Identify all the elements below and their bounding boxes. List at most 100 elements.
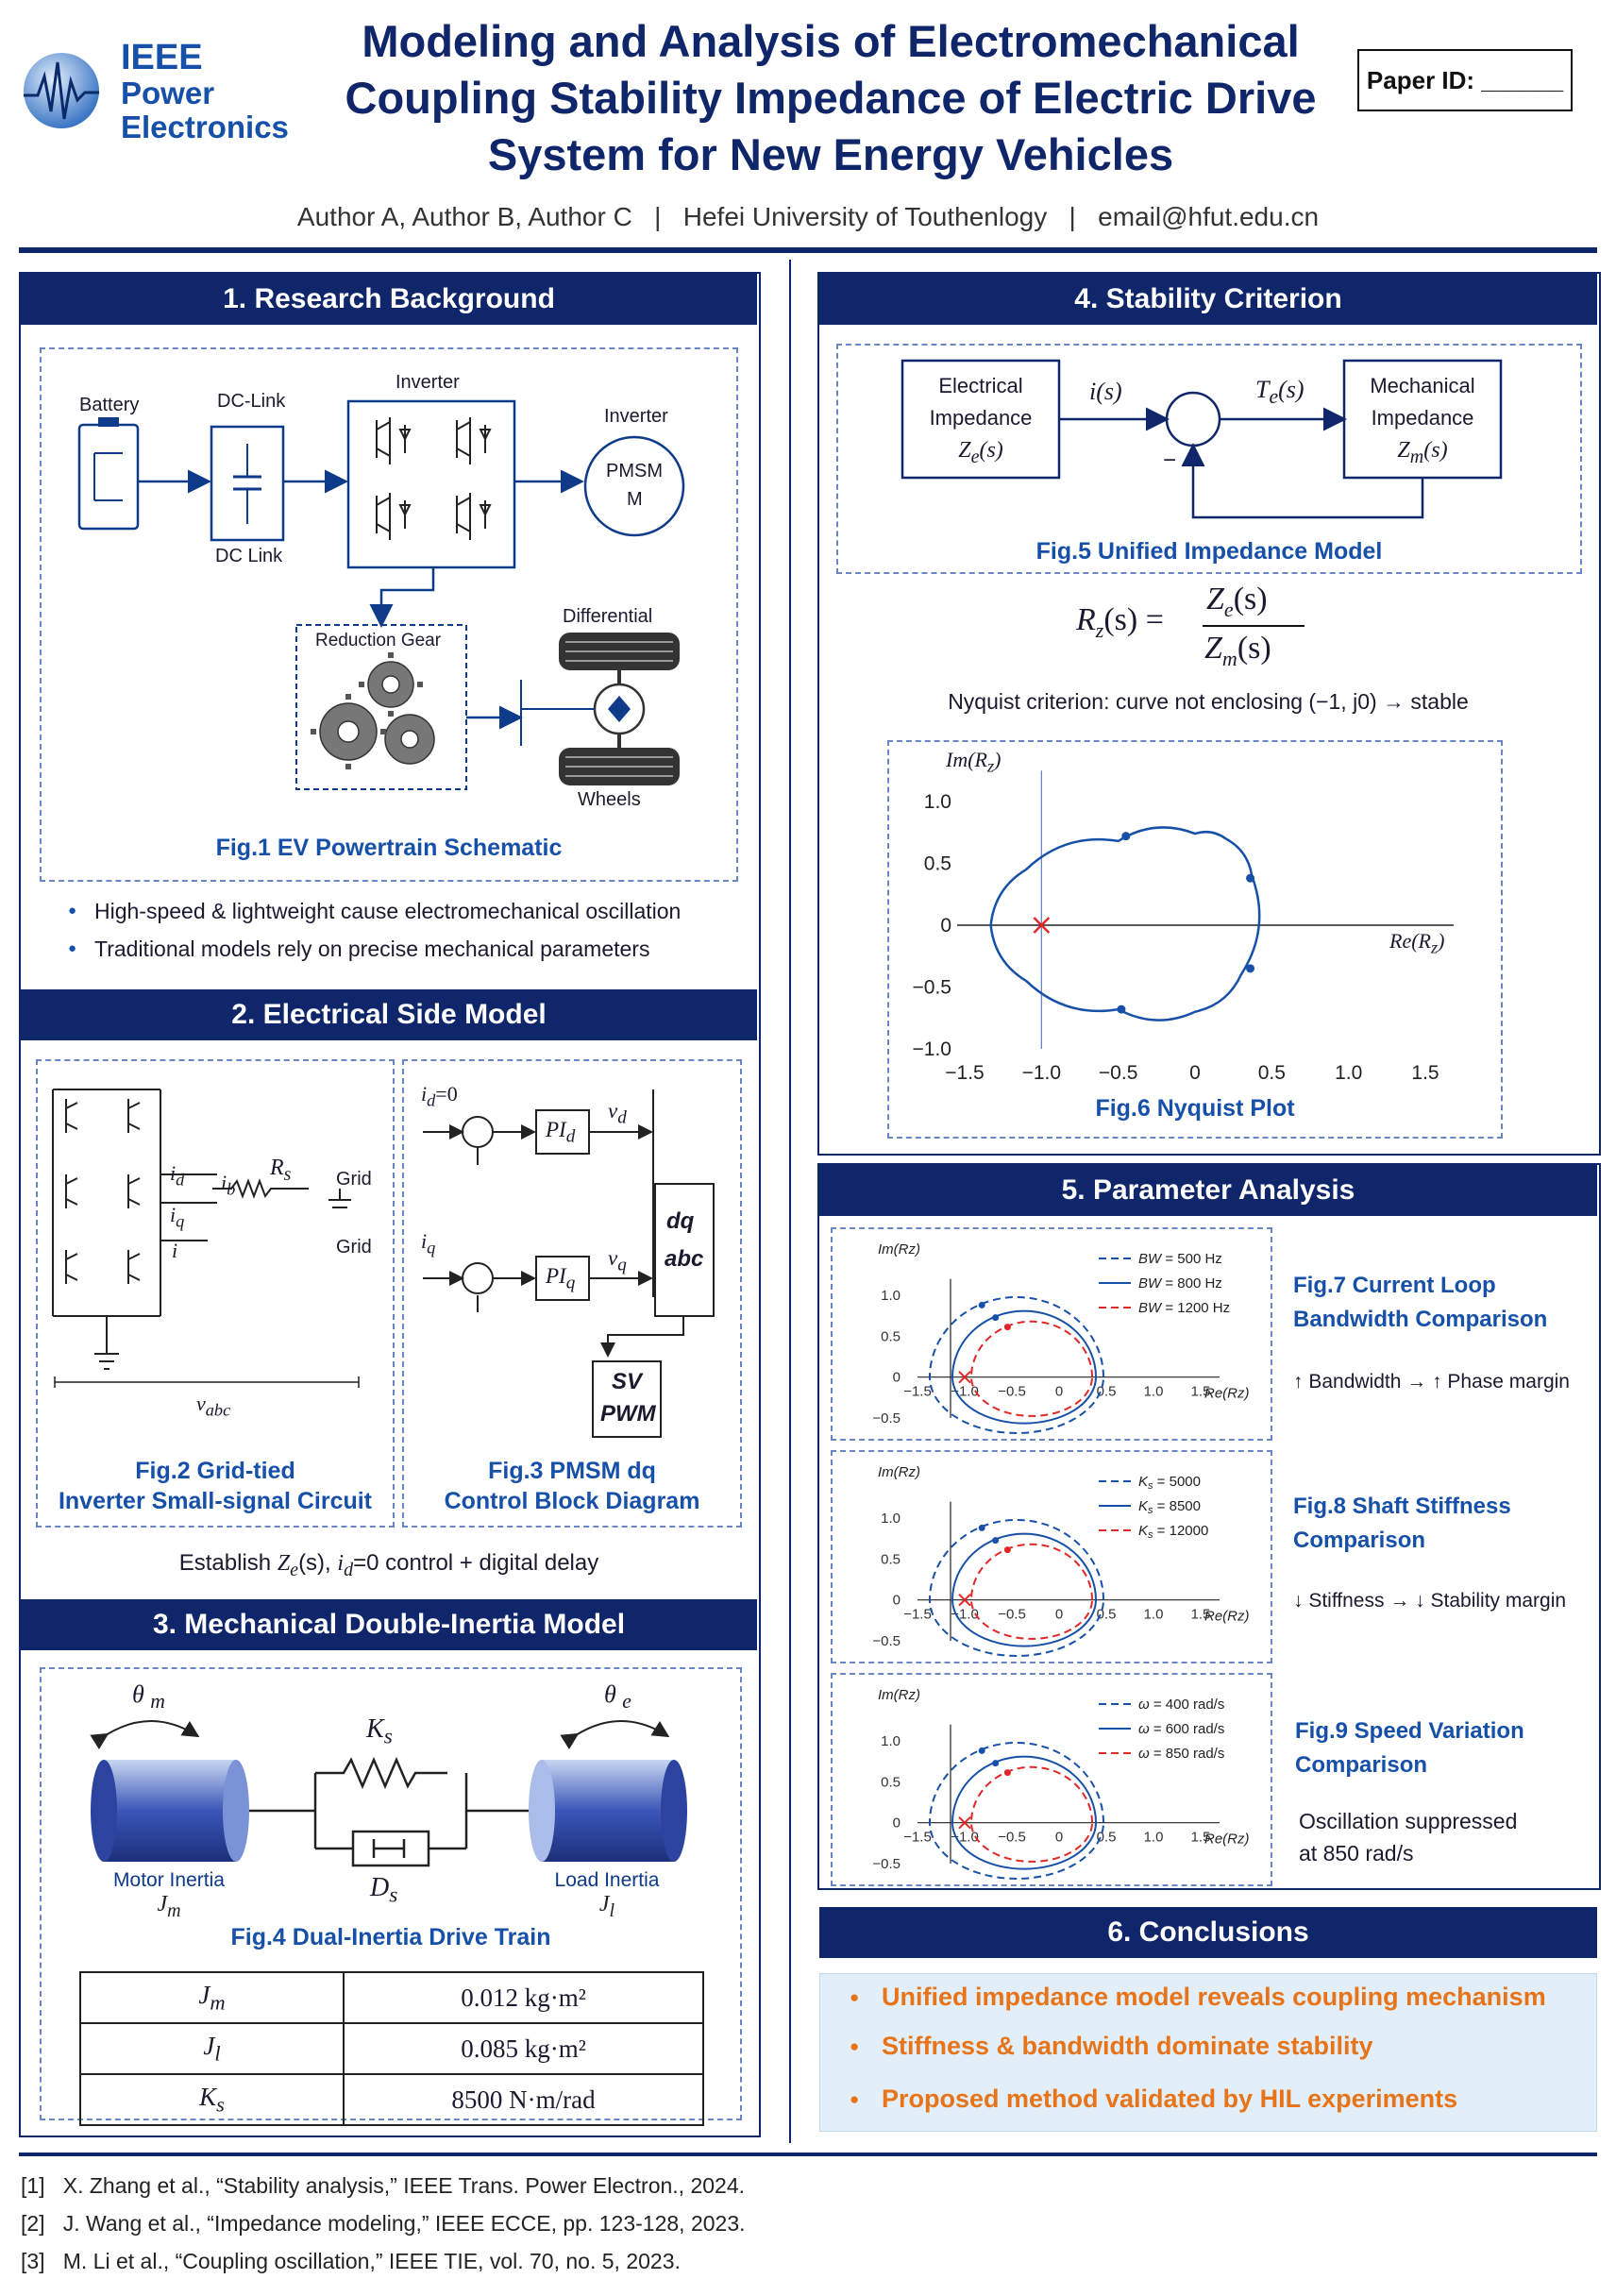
small-x-tick: 0.5 bbox=[1097, 1384, 1117, 1400]
label-iq: iq bbox=[170, 1203, 185, 1231]
small-x-tick: 1.5 bbox=[1191, 1830, 1211, 1846]
fig4-caption: Fig.4 Dual-Inertia Drive Train bbox=[230, 1924, 551, 1950]
small-x-tick: 1.0 bbox=[1144, 1607, 1164, 1623]
fig2-box: id ib iq i Rs Grid Grid vabc Fig.2 Grid-… bbox=[36, 1059, 395, 1528]
small-y-tick: −0.5 bbox=[872, 1633, 901, 1649]
inverter-circuit bbox=[52, 1089, 360, 1388]
reference-3: [3] M. Li et al., “Coupling oscillation,… bbox=[21, 2249, 681, 2273]
column-divider bbox=[789, 260, 791, 2143]
small-xlabel: Re(Rz) bbox=[1204, 1609, 1250, 1625]
small-y-tick: 0.5 bbox=[881, 1328, 901, 1344]
title-line2: Coupling Stability Impedance of Electric… bbox=[345, 73, 1317, 123]
label-ks: Ks bbox=[366, 1714, 393, 1749]
inverter-icon bbox=[346, 399, 516, 569]
label-i: i bbox=[172, 1239, 178, 1262]
nyquist-y-tick: 1.0 bbox=[924, 791, 951, 813]
label-theta-e: θ e bbox=[604, 1680, 631, 1714]
label-pi-d: PId bbox=[546, 1118, 576, 1147]
nyquist-xlabel: Re(Rz) bbox=[1389, 929, 1445, 957]
small-ylabel: Im(Rz) bbox=[878, 1464, 920, 1480]
section1-header: 1. Research Background bbox=[21, 274, 757, 325]
summing-junction bbox=[1165, 391, 1221, 447]
legend-entry: ω = 400 rad/s bbox=[1138, 1697, 1224, 1713]
nyquist-marker bbox=[1246, 964, 1255, 973]
legend-entry: BW = 800 Hz bbox=[1138, 1275, 1222, 1292]
label-is: i(s) bbox=[1089, 378, 1122, 405]
nyquist-x-tick: −1.0 bbox=[1022, 1062, 1061, 1082]
small-y-tick: −0.5 bbox=[872, 1856, 901, 1872]
curve-marker bbox=[992, 1314, 1000, 1322]
small-ylabel: Im(Rz) bbox=[878, 1241, 920, 1258]
nyquist-x-tick: 0.5 bbox=[1258, 1062, 1286, 1082]
small-x-tick: −0.5 bbox=[998, 1607, 1026, 1623]
powertrain-schematic bbox=[77, 399, 685, 790]
nyquist-x-tick: 0 bbox=[1189, 1062, 1201, 1082]
label-ds: Ds bbox=[370, 1873, 398, 1908]
section2-header: 2. Electrical Side Model bbox=[21, 989, 757, 1040]
nyquist-x-tick: 1.0 bbox=[1335, 1062, 1362, 1082]
small-y-tick: 1.0 bbox=[881, 1733, 901, 1749]
legend-entry: ω = 600 rad/s bbox=[1138, 1721, 1224, 1737]
small-y-tick: 0 bbox=[893, 1370, 901, 1386]
legend-entry: Ks = 12000 bbox=[1138, 1523, 1208, 1541]
reduction-gear-icon bbox=[295, 624, 467, 790]
fig3-box: id=0 iq PId PIq vd vq dq abc SV PWM Fig.… bbox=[402, 1059, 742, 1528]
critical-point-marker bbox=[1033, 917, 1051, 934]
nyquist-x-tick: 1.5 bbox=[1411, 1062, 1439, 1082]
nyquist-y-tick: −1.0 bbox=[913, 1038, 951, 1060]
small-y-tick: 0.5 bbox=[881, 1551, 901, 1567]
curve-marker bbox=[992, 1537, 1000, 1545]
small-y-tick: 0.5 bbox=[881, 1774, 901, 1790]
legend-entry: Ks = 5000 bbox=[1138, 1474, 1201, 1492]
dc-link-icon bbox=[210, 425, 285, 542]
label-vabc: vabc bbox=[196, 1392, 231, 1420]
comparison-curve bbox=[969, 1765, 1093, 1863]
label-id: id bbox=[170, 1161, 185, 1190]
s1-bullet-2: Traditional models rely on precise mecha… bbox=[68, 937, 649, 962]
nyquist-ylabel: Im(Rz) bbox=[946, 748, 1002, 776]
small-x-tick: 1.0 bbox=[1144, 1384, 1164, 1400]
label-vd: vd bbox=[608, 1099, 627, 1128]
nyquist-marker bbox=[1121, 832, 1131, 841]
section5-header: 5. Parameter Analysis bbox=[819, 1165, 1597, 1216]
small-x-tick: 1.0 bbox=[1144, 1830, 1164, 1846]
label-reduction-gear: Reduction Gear bbox=[315, 631, 442, 650]
header-rule bbox=[19, 247, 1597, 253]
conclusion-2: Stiffness & bandwidth dominate stability bbox=[850, 2032, 1373, 2061]
small-x-tick: 1.5 bbox=[1191, 1384, 1211, 1400]
fig1-box: Battery DC-Link DC Link Inverter Inverte… bbox=[40, 347, 738, 882]
nyquist-x-tick: −0.5 bbox=[1099, 1062, 1137, 1082]
label-theta-m: θ m bbox=[132, 1680, 165, 1714]
nyquist-criterion: Nyquist criterion: curve not enclosing (… bbox=[948, 689, 1469, 714]
label-motor-m: M bbox=[627, 489, 643, 510]
small-x-tick: −0.5 bbox=[998, 1384, 1026, 1400]
small-y-tick: −0.5 bbox=[872, 1410, 901, 1427]
logo-line1: IEEE bbox=[121, 38, 203, 77]
fig4-box: θ m θ e Ks Ds Motor Inertia Jm Load Iner… bbox=[40, 1667, 742, 2126]
fig6-caption: Fig.6 Nyquist Plot bbox=[1095, 1095, 1295, 1122]
small-x-tick: 0 bbox=[1055, 1384, 1063, 1400]
nyquist-y-tick: −0.5 bbox=[913, 977, 951, 999]
authors-line: Author A, Author B, Author C | Hefei Uni… bbox=[296, 202, 1320, 231]
globe-wave-icon bbox=[24, 53, 99, 128]
left-column bbox=[19, 272, 761, 2137]
curve-marker bbox=[1003, 1546, 1011, 1554]
dual-inertia-diagram bbox=[90, 1720, 687, 1867]
fig1-caption: Fig.1 EV Powertrain Schematic bbox=[215, 835, 563, 861]
small-x-tick: 0.5 bbox=[1097, 1607, 1117, 1623]
label-grid-2: Grid bbox=[336, 1237, 372, 1258]
nyquist-y-tick: 0.5 bbox=[924, 853, 951, 875]
title-line1: Modeling and Analysis of Electromechanic… bbox=[362, 16, 1300, 66]
